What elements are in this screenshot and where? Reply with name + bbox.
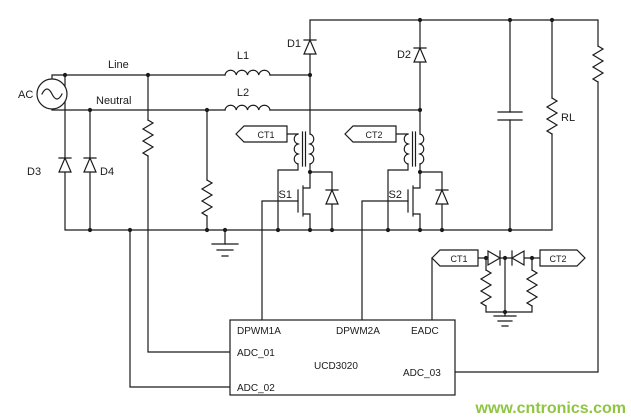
circuit-wiring xyxy=(51,19,599,388)
label-line: Line xyxy=(108,59,129,71)
diode-sense-ct1 xyxy=(487,249,502,267)
resistors xyxy=(141,45,605,307)
ac-source xyxy=(36,78,68,110)
resistor-line-sense xyxy=(141,119,155,157)
diode-sense-ct2 xyxy=(510,249,525,267)
resistor-output-divider xyxy=(591,45,605,83)
ct1-flag: CT1 xyxy=(235,125,288,143)
ground-symbol-sense xyxy=(493,315,517,327)
label-s2: S2 xyxy=(389,189,402,201)
controller-part-number: UCD3020 xyxy=(314,361,358,372)
label-s1: S1 xyxy=(279,189,292,201)
diode-d2 xyxy=(413,46,427,63)
label-l2: L2 xyxy=(237,87,249,99)
watermark: www.cntronics.com xyxy=(474,400,626,417)
resistor-rl xyxy=(545,97,559,135)
ct2-sense-flag: CT2 xyxy=(539,249,586,267)
current-transformer-ct2 xyxy=(403,131,425,167)
component-labels: AC Line Neutral L1 L2 D1 D2 D3 D4 S1 S2 … xyxy=(18,38,575,201)
pin-label-dpwm2a: DPWM2A xyxy=(336,326,380,337)
resistor-ct1-burden xyxy=(479,269,493,307)
ct2-flag-label: CT2 xyxy=(365,130,382,140)
pin-label-adc02: ADC_02 xyxy=(237,383,275,394)
controller-box: DPWM1A DPWM2A EADC ADC_01 ADC_02 ADC_03 … xyxy=(229,319,456,396)
pin-label-adc01: ADC_01 xyxy=(237,348,275,359)
output-capacitor xyxy=(497,111,523,121)
inductor-l2 xyxy=(224,104,271,111)
resistor-ct2-burden xyxy=(525,269,539,307)
diode-s2-parallel xyxy=(435,188,449,205)
diode-s1-parallel xyxy=(325,188,339,205)
resistor-neutral-sense xyxy=(200,179,214,217)
mosfet-s1 xyxy=(297,171,311,231)
diode-d1 xyxy=(303,38,317,55)
diode-d3 xyxy=(58,156,72,173)
label-l1: L1 xyxy=(237,50,249,62)
ground-symbol-main xyxy=(211,243,239,257)
label-d4: D4 xyxy=(100,166,114,178)
junction-dots xyxy=(62,17,555,315)
ct2-sense-flag-label: CT2 xyxy=(549,254,566,264)
inductor-l1 xyxy=(224,69,271,76)
ct1-sense-flag-label: CT1 xyxy=(450,254,467,264)
ct1-flag-label: CT1 xyxy=(257,130,274,140)
label-neutral: Neutral xyxy=(96,95,131,107)
label-d2: D2 xyxy=(397,49,411,61)
label-d3: D3 xyxy=(27,166,41,178)
ct2-flag: CT2 xyxy=(344,125,397,143)
ct1-sense-flag: CT1 xyxy=(431,249,479,267)
label-rl: RL xyxy=(561,112,575,124)
pin-label-dpwm1a: DPWM1A xyxy=(237,326,281,337)
pin-label-eadc: EADC xyxy=(411,326,439,337)
sine-wave-icon xyxy=(41,88,63,100)
pin-label-adc03: ADC_03 xyxy=(403,368,441,379)
label-ac: AC xyxy=(18,89,33,101)
diode-d4 xyxy=(83,156,97,173)
mosfet-s2 xyxy=(407,171,421,231)
current-transformer-ct1 xyxy=(293,131,315,167)
label-d1: D1 xyxy=(287,38,301,50)
